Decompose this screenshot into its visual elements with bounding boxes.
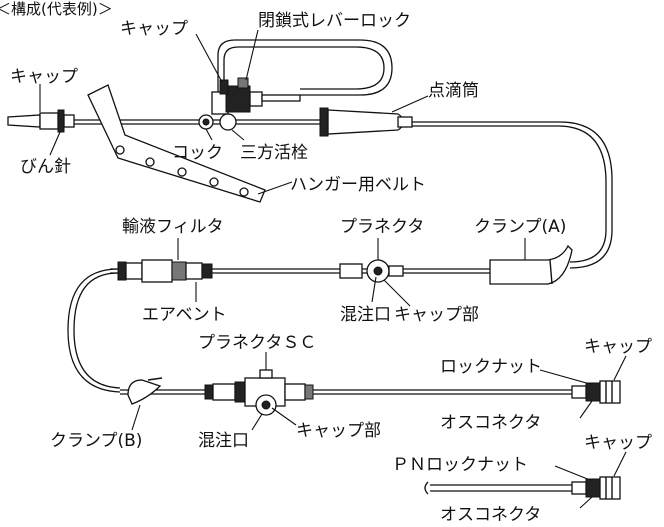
leader-injection-2 [251,413,263,431]
label-infusion-filter: 輸液フィルタ [122,217,224,237]
label-cap-part-1: キャップ部 [394,305,479,325]
cock [198,114,214,130]
label-male-connector-2: オスコネクタ [440,505,541,525]
label-stopcock: 三方活栓 [240,143,308,163]
leader-injection-1 [371,276,377,303]
label-bottle-needle: びん針 [20,157,71,177]
leader-hanger-belt [257,181,293,195]
leader-pn-lock-nut [554,465,591,481]
label-male-connector-1: オスコネクタ [440,413,541,433]
bypass-loop-inner [223,46,385,92]
label-lever-lock: 閉鎖式レバーロック [258,11,411,31]
leader-cap-right-2 [613,451,627,477]
leader-cap-part-1 [383,279,411,307]
clamp-b [127,377,163,405]
label-injection-port-2: 混注口 [198,431,249,451]
right-curve-tube [410,121,613,269]
label-cap-right-2: キャップ [584,433,652,453]
male-connector-2 [571,476,621,500]
leader-lock-nut [539,369,591,385]
left-curve-tube-2 [73,272,121,389]
label-pn-lock-nut: ＰＮロックナット [392,455,528,475]
infusion-filter [117,259,213,283]
leader-drip-chamber [391,95,429,113]
label-cock: コック [172,143,223,163]
leader-lever-lock [245,29,259,81]
clamp-a [489,244,573,285]
label-lock-nut: ロックナット [440,357,542,377]
leader-male-connector-1 [579,400,593,419]
label-injection-port-1: 混注口 [340,305,391,325]
leader-clamp-b [131,404,141,431]
male-connector-1 [571,380,621,404]
label-planecta-sc: プラネクタＳＣ [198,333,316,353]
label-drip-chamber: 点滴筒 [428,81,479,101]
right-curve-tube-2 [410,125,607,263]
three-way-stopcock [211,77,301,131]
leader-cap-top [195,33,223,83]
leader-lines [39,29,627,509]
labels: ＜構成(代表例)＞ キャップ 閉鎖式レバーロック キャップ 点滴筒 びん針 コッ… [0,0,652,525]
bottle-needle [7,109,75,133]
leader-male-connector-2 [579,496,593,509]
planecta [339,259,404,283]
pn-tube-break [424,481,429,495]
bypass-loop-tube [217,39,393,96]
left-curve-tube [67,268,121,393]
diagram-title: ＜構成(代表例)＞ [0,0,113,18]
label-clamp-b: クランプ(B) [50,431,142,451]
drip-chamber [319,107,413,137]
label-air-vent: エアベント [142,305,227,325]
label-clamp-a: クランプ(A) [474,217,566,237]
leader-cock [205,128,213,141]
leader-stopcock [231,129,245,141]
leader-bottle-needle [49,131,61,156]
label-cap-top: キャップ [120,19,188,39]
planecta-sc [204,369,314,416]
label-planecta: プラネクタ [340,217,424,237]
leader-cap-part-2 [271,407,297,426]
label-cap-part-2: キャップ部 [296,421,381,441]
label-cap-right-1: キャップ [584,337,652,357]
hanger-belt [87,84,266,203]
label-hanger-belt: ハンガー用ベルト [290,175,426,195]
label-cap-left: キャップ [10,67,78,87]
leader-cap-right-1 [613,355,627,381]
